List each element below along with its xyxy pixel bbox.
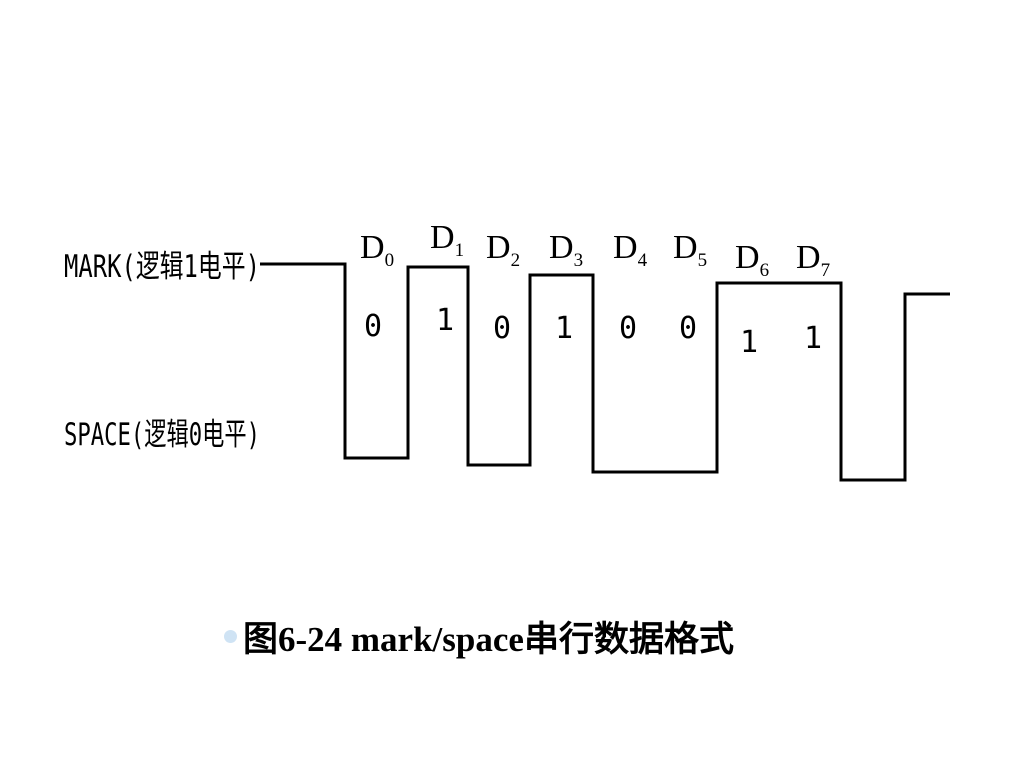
bit-value-d1: 1 bbox=[436, 303, 454, 338]
bit-value-d0: 0 bbox=[364, 309, 382, 344]
bit-name-d5: D5 bbox=[673, 229, 707, 271]
bit-name-d1: D1 bbox=[430, 219, 464, 261]
bit-value-row: 0 1 0 1 0 0 1 1 bbox=[364, 303, 822, 360]
bit-name-d3: D3 bbox=[549, 229, 583, 271]
bit-name-d7: D7 bbox=[796, 239, 830, 281]
bit-name-d0: D0 bbox=[360, 229, 394, 271]
bit-value-d5: 0 bbox=[679, 311, 697, 346]
space-level-label: SPACE(逻辑0电平) bbox=[64, 417, 260, 453]
bit-value-d3: 1 bbox=[555, 311, 573, 346]
bit-value-d7: 1 bbox=[804, 321, 822, 356]
signal-waveform bbox=[260, 262, 950, 482]
bit-value-d6: 1 bbox=[740, 325, 758, 360]
bit-value-d4: 0 bbox=[619, 311, 637, 346]
bit-name-d6: D6 bbox=[735, 239, 769, 281]
mark-level-label: MARK(逻辑1电平) bbox=[64, 249, 260, 285]
bullet-icon bbox=[224, 629, 237, 643]
caption-text: 图6-24 mark/space串行数据格式 bbox=[243, 619, 734, 659]
bit-name-row: D0 D1 D2 D3 D4 D5 D6 D7 bbox=[360, 219, 830, 281]
figure-caption: 图6-24 mark/space串行数据格式 bbox=[224, 612, 734, 660]
bit-value-d2: 0 bbox=[493, 311, 511, 346]
bit-name-d2: D2 bbox=[486, 229, 520, 271]
bit-name-d4: D4 bbox=[613, 229, 648, 271]
